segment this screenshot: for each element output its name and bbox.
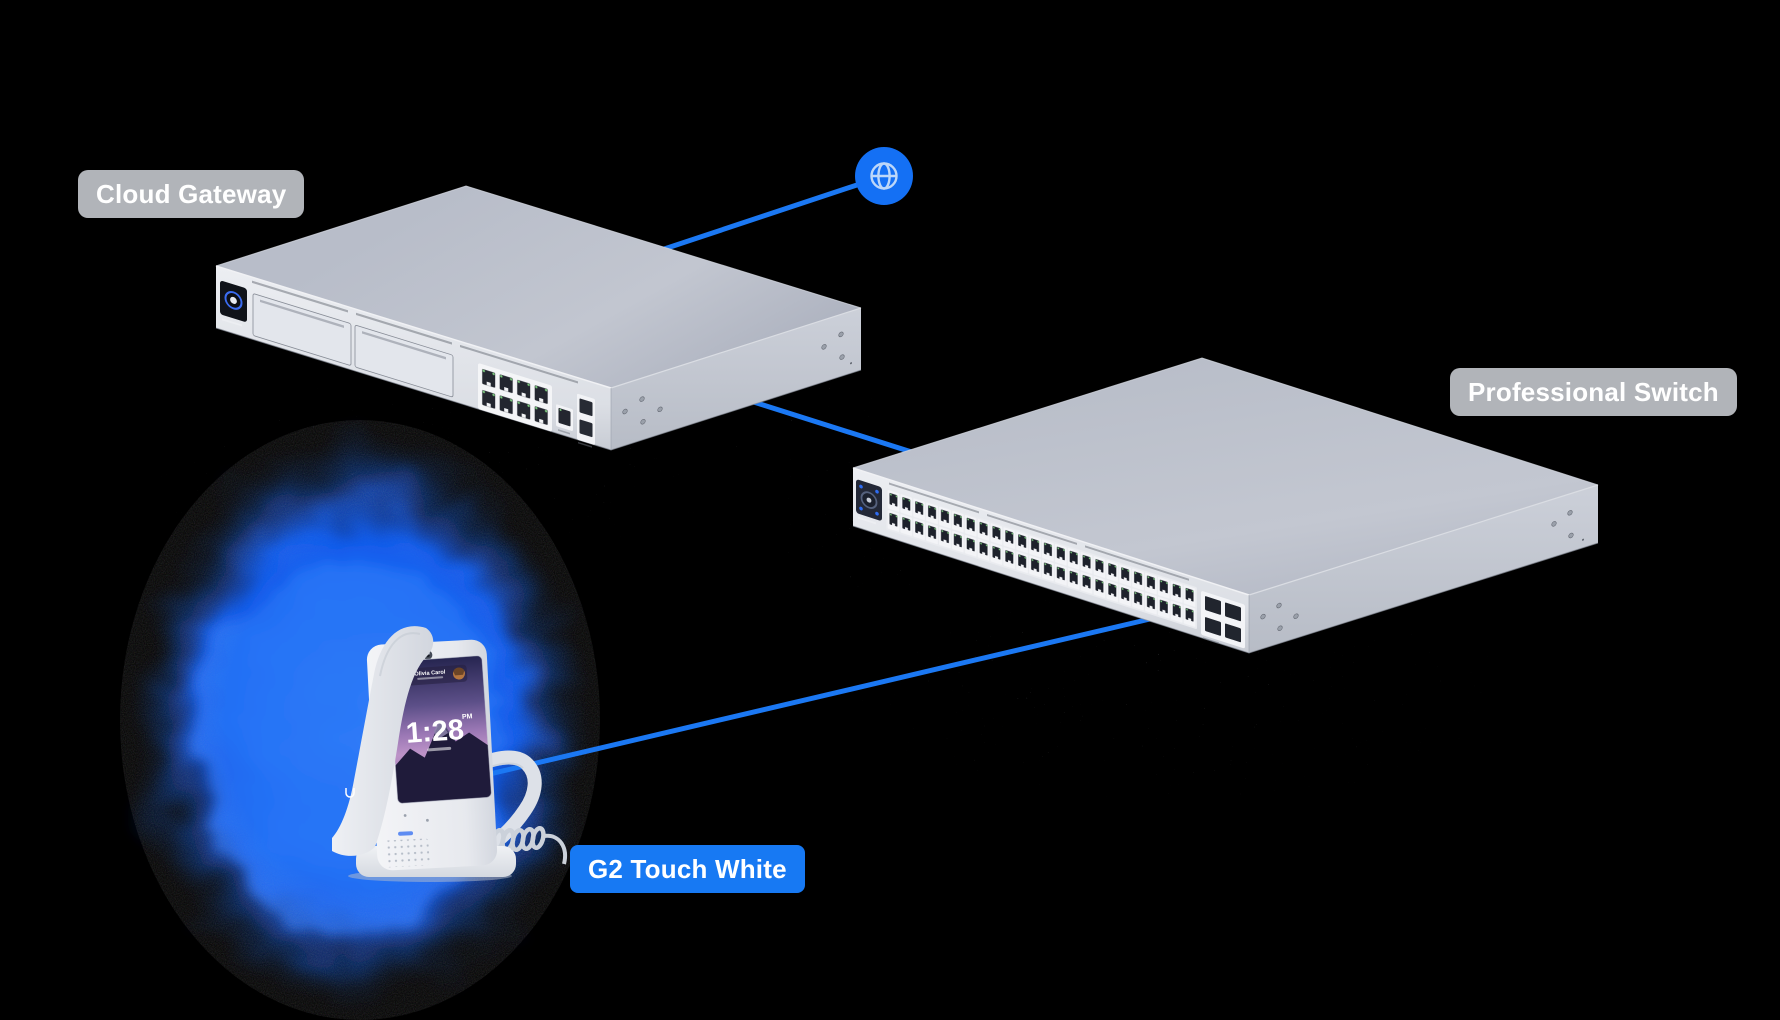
screen-date-line <box>427 746 452 752</box>
gateway-vent-slits <box>252 280 578 384</box>
screen-time: 1:28 <box>405 714 465 750</box>
phone-speaker-grille <box>384 838 430 868</box>
g2-touch-phone-device: Olivia Carol 1:28 PM <box>332 626 567 882</box>
internet-globe-icon <box>855 147 913 205</box>
ubiquiti-logo <box>345 788 355 798</box>
switch-screws <box>1260 510 1584 631</box>
gateway-screws <box>622 331 852 425</box>
screen-contact-name: Olivia Carol <box>414 669 446 677</box>
switch-port-block <box>886 487 1197 629</box>
phone-handset <box>332 626 434 856</box>
switch-sfp-slots <box>1201 591 1245 649</box>
connection-line-gateway-internet <box>639 173 885 260</box>
screen-contact-card: Olivia Carol <box>404 664 468 686</box>
gateway-wan-port <box>556 404 573 431</box>
gateway-lan-ports <box>478 363 552 432</box>
phone-screen: Olivia Carol 1:28 PM <box>387 655 492 804</box>
label-professional-switch: Professional Switch <box>1450 368 1737 416</box>
professional-switch-device <box>852 357 1599 654</box>
gateway-display <box>220 281 247 327</box>
gateway-drive-bays <box>252 293 454 398</box>
phone-status-led <box>398 831 414 836</box>
switch-vent-slits <box>889 482 1189 581</box>
label-g2-touch-white: G2 Touch White <box>570 845 805 893</box>
gateway-sfp-slots <box>558 393 595 448</box>
label-cloud-gateway: Cloud Gateway <box>78 170 305 218</box>
cloud-gateway-device <box>215 185 862 451</box>
switch-display <box>856 479 882 525</box>
connection-line-switch-phone <box>429 616 1151 791</box>
screen-time-period: PM <box>462 713 473 721</box>
phone-sensor-dots <box>403 814 429 822</box>
wallpaper-mountain <box>395 720 492 804</box>
